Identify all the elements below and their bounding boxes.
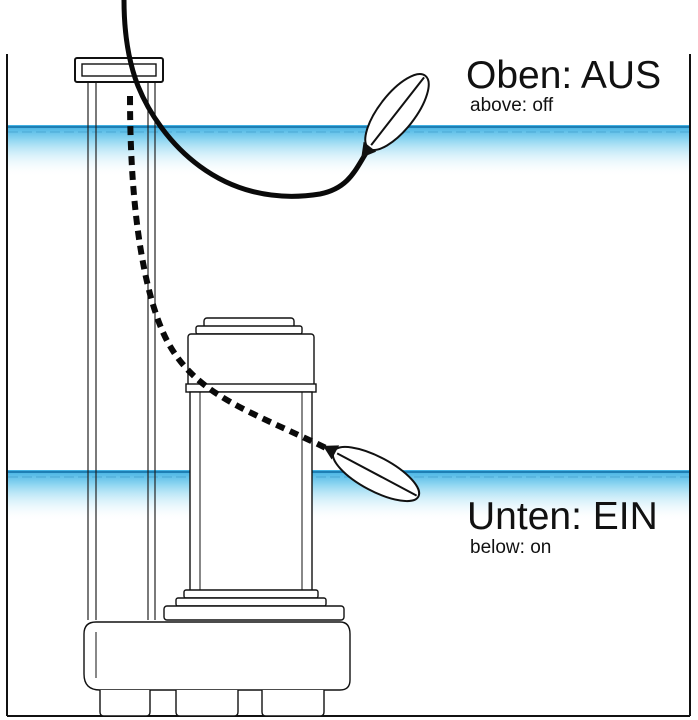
water-level-top <box>8 125 689 177</box>
submersible-pump-icon <box>83 317 351 717</box>
water-level-bottom <box>8 470 689 522</box>
lower-level-label: Unten: EIN <box>467 495 658 538</box>
cable-clamp <box>74 57 164 83</box>
upper-float-cable <box>121 0 371 199</box>
upper-level-sublabel: above: off <box>470 95 554 116</box>
lower-level-sublabel: below: on <box>470 537 552 558</box>
lower-float-cable <box>127 95 336 455</box>
float-switch-icon <box>361 73 430 158</box>
upper-level-label: Oben: AUS <box>466 54 662 97</box>
guide-pipe <box>87 80 156 620</box>
float-switch-icon <box>323 445 421 503</box>
